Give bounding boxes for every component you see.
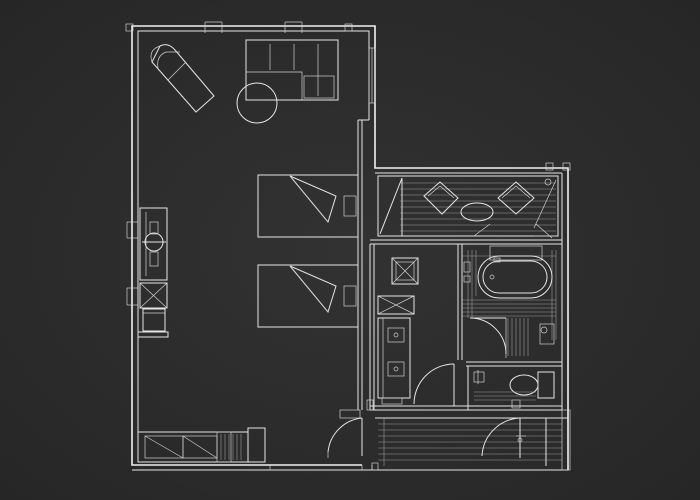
round-coffee-table — [236, 82, 278, 124]
vanity-area — [377, 257, 471, 405]
exterior-walls — [125, 21, 571, 471]
shower-fixture — [539, 323, 555, 345]
sofa — [245, 39, 339, 101]
lounge-chair — [423, 181, 459, 215]
chaise-lounge — [150, 44, 215, 113]
wet-room — [462, 223, 557, 358]
toilet-room — [473, 370, 555, 401]
entry-deck — [378, 409, 571, 471]
bath-door — [413, 363, 455, 406]
bed — [257, 264, 359, 328]
sink — [387, 361, 405, 377]
interior-walls — [357, 119, 568, 419]
bed — [257, 174, 359, 238]
bathtub — [477, 255, 553, 299]
terrace — [377, 175, 559, 237]
desk — [137, 207, 169, 338]
lounge-chair — [497, 181, 535, 215]
entry-door — [327, 409, 363, 458]
oval-table — [460, 202, 494, 222]
sink — [387, 327, 405, 343]
entry-cabinet — [137, 427, 266, 463]
